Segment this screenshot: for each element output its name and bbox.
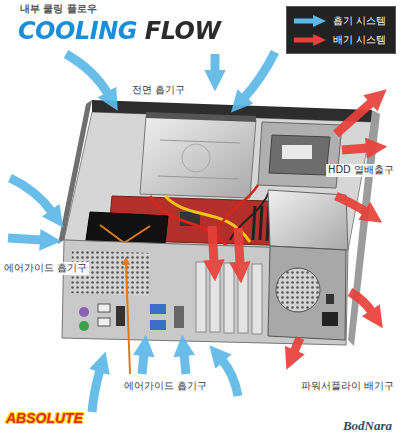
- audio-port: [174, 306, 184, 328]
- exhaust-arrow: [238, 228, 240, 264]
- intake-arrow: [10, 178, 52, 212]
- psu-fan: [276, 268, 320, 312]
- legend-arrow-head: [313, 34, 326, 46]
- intake-arrow: [66, 54, 108, 94]
- intake-arrow: [8, 238, 42, 240]
- case-left-wall: [58, 100, 92, 244]
- leader-line: [126, 264, 130, 374]
- legend-arrow-shaft: [294, 18, 314, 23]
- psu-back: [268, 246, 346, 340]
- lan-port: [116, 306, 125, 326]
- intake-arrow: [211, 54, 220, 72]
- intake-label: 에어가이드 흡기구: [2, 262, 89, 275]
- exhaust-arrow: [342, 148, 368, 150]
- hdd-cage: [258, 122, 342, 188]
- legend-box: 흡기 시스템배기 시스템: [286, 6, 396, 54]
- intake-arrow: [184, 354, 186, 374]
- legend-arrow-shaft: [294, 37, 314, 42]
- brand-logo: ABSOLUTE: [6, 410, 83, 428]
- intake-arrow: [92, 370, 100, 412]
- exhaust-arrow: [350, 292, 372, 312]
- intake-label: 전면 흡기구: [130, 84, 187, 97]
- legend-row: 배기 시스템: [293, 30, 389, 49]
- exhaust-arrow: [336, 102, 372, 134]
- exhaust-label: HDD 열배출구: [326, 164, 396, 177]
- watermark: BodNara: [343, 418, 392, 434]
- optical-drive: [140, 116, 256, 198]
- legend-arrow: [293, 33, 327, 47]
- slot-cover: [210, 262, 220, 332]
- psu-switch: [326, 294, 334, 304]
- slot-cover: [252, 264, 262, 334]
- exhaust-arrow: [294, 338, 300, 352]
- ps2-port: [79, 307, 89, 317]
- legend-text: 배기 시스템: [333, 33, 386, 47]
- vga-port: [150, 304, 166, 314]
- optical-drive-disc: [182, 144, 210, 172]
- case-front-wall: [92, 100, 372, 122]
- legend-row: 흡기 시스템: [293, 11, 389, 30]
- slot-cover: [196, 262, 206, 332]
- slot-cover: [238, 263, 248, 333]
- pc-case: [58, 100, 380, 346]
- legend-arrow: [293, 14, 327, 28]
- psu-socket: [322, 312, 338, 326]
- exhaust-arrows: [212, 102, 372, 352]
- intake-label: 에어가이드 흡기구: [122, 380, 209, 393]
- serial-port: [150, 320, 166, 330]
- slot-cover: [224, 263, 234, 333]
- legend-arrow-head: [313, 15, 326, 27]
- optical-drive-bezel: [146, 112, 256, 122]
- exhaust-arrow: [336, 196, 366, 212]
- intake-arrow: [244, 52, 275, 98]
- subtitle: 내부 쿨링 플로우: [20, 3, 97, 16]
- hard-disk: [269, 135, 330, 175]
- exhaust-arrow: [212, 226, 214, 262]
- optical-drive-detail: [158, 140, 240, 179]
- hard-disk-sticker: [282, 145, 312, 159]
- diagram-title: COOLING FLOW: [18, 17, 226, 45]
- usb-port: [98, 318, 110, 326]
- intake-arrows: [8, 52, 275, 412]
- ps2-port: [79, 321, 89, 331]
- rear-panel: [62, 240, 348, 345]
- intake-arrow: [142, 354, 144, 374]
- legend-text: 흡기 시스템: [333, 14, 386, 28]
- exhaust-label: 파워서플라이 배기구: [299, 380, 396, 393]
- intake-arrow: [222, 360, 238, 396]
- usb-port: [98, 304, 110, 312]
- sata-cable: [215, 185, 258, 232]
